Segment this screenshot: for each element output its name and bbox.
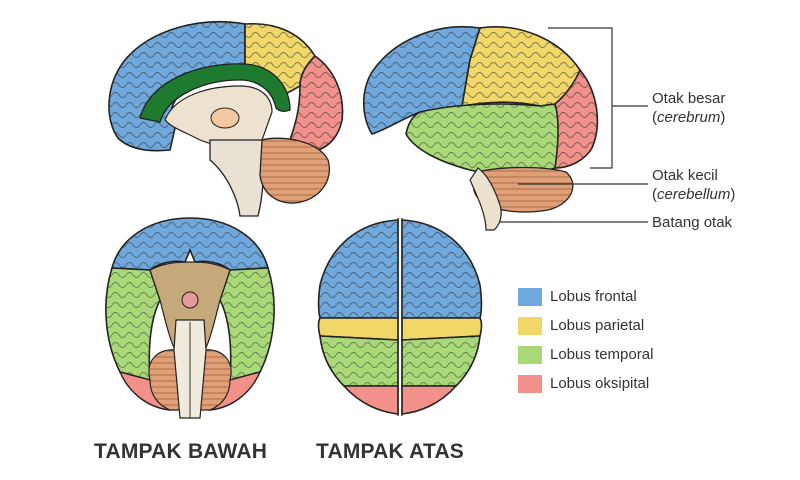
legend-item-parietal: Lobus parietal [518,311,653,340]
legend-swatch-temporal [518,345,542,364]
top-view [317,218,483,416]
legend-swatch-frontal [518,287,542,306]
legend-swatch-parietal [518,316,542,335]
brainstem-label: Batang otak [652,214,733,231]
legend-swatch-occipital [518,374,542,393]
legend-item-occipital: Lobus oksipital [518,369,653,398]
cerebellum-latin-text: cerebellum [657,186,731,203]
sagittal-view [108,21,344,217]
thalamus [210,107,240,129]
legend-label-parietal: Lobus parietal [550,317,645,334]
cerebrum-label: Otak besar (cerebrum) [652,89,725,127]
lateral-view [362,26,599,231]
lateral-brainstem [469,167,502,231]
cerebellum-latin: (cerebellum) [652,186,736,203]
leader-lines [500,27,648,223]
sagittal-brainstem [209,139,265,217]
lobe-legend: Lobus frontal Lobus parietal Lobus tempo… [518,282,653,398]
legend-label-frontal: Lobus frontal [550,288,637,305]
cerebrum-latin: (cerebrum) [652,109,726,126]
cerebrum-bracket [548,27,613,169]
legend-item-temporal: Lobus temporal [518,340,653,369]
cerebrum-name: Otak besar [652,90,726,107]
legend-label-temporal: Lobus temporal [550,346,654,363]
cerebellum-name: Otak kecil [652,167,718,184]
bottom-view [105,217,275,419]
top-view-title: TAMPAK ATAS [316,440,465,463]
bottom-view-title: TAMPAK BAWAH [94,440,268,463]
cerebellum-label: Otak kecil (cerebellum) [652,166,735,204]
top-occipital-lobe [342,385,458,415]
corpus-callosum [139,63,291,123]
legend-item-frontal: Lobus frontal [518,282,653,311]
legend-label-occipital: Lobus oksipital [550,375,650,392]
cerebrum-latin-text: cerebrum [657,109,721,126]
